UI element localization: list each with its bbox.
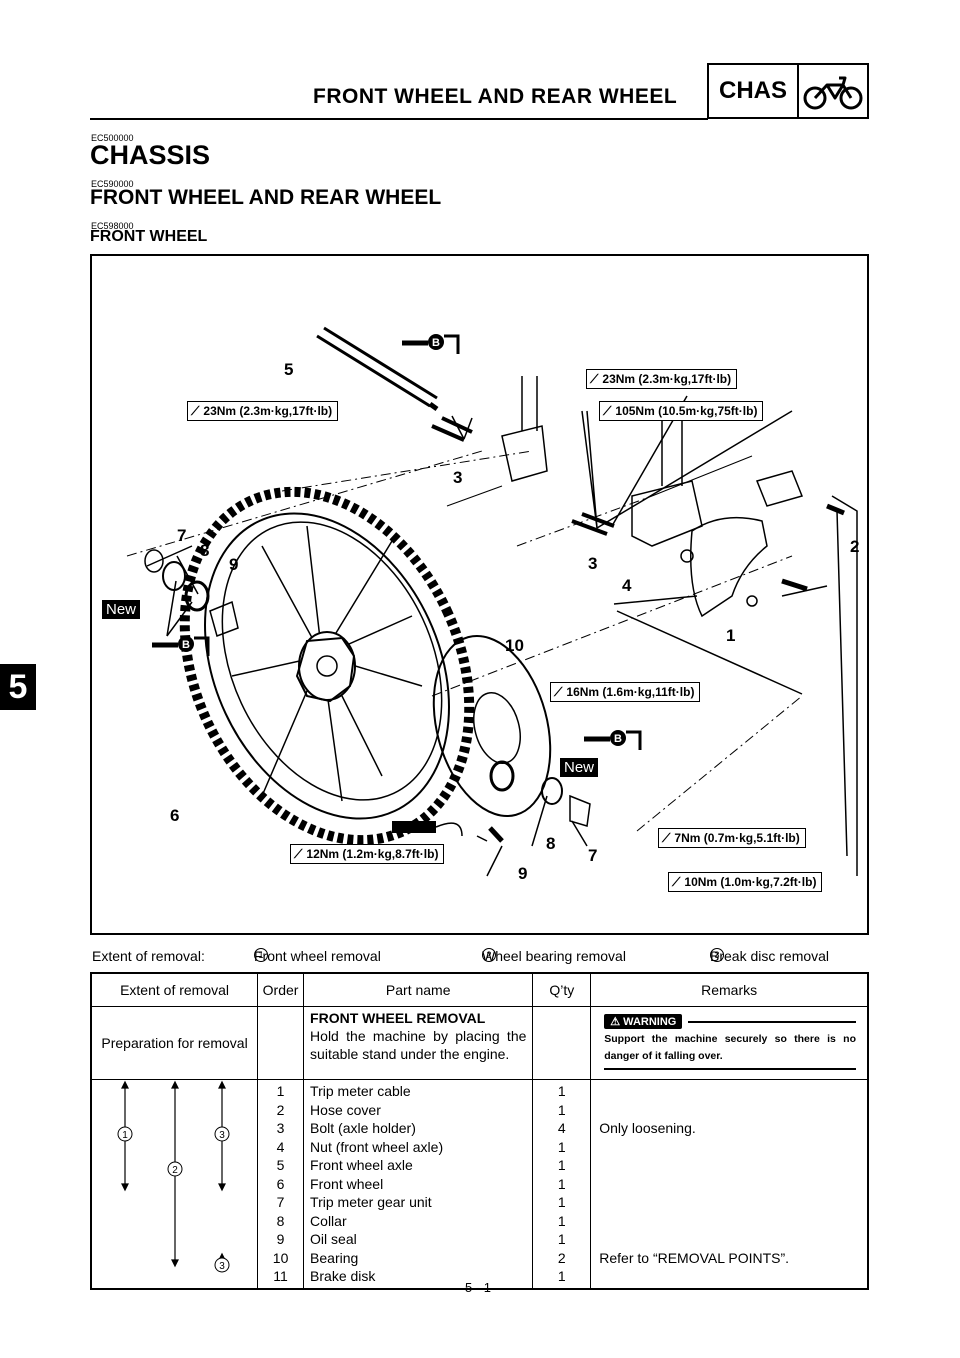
extent-markers: 1 2 3 3 bbox=[90, 1079, 259, 1289]
callout-number: 1 bbox=[726, 626, 736, 645]
callout-number: 4 bbox=[622, 576, 632, 595]
table-header-row: Extent of removal Order Part name Q’ty R… bbox=[90, 972, 869, 1007]
torque-spec: ⟋12Nm (1.2m·kg,8.7ft·lb) bbox=[290, 844, 445, 864]
callout-number: 7 bbox=[588, 846, 598, 865]
svg-text:1: 1 bbox=[122, 1130, 128, 1141]
callout-number: 7 bbox=[177, 526, 187, 545]
extent-arrows: 1 2 3 3 bbox=[117, 1080, 230, 1273]
svg-text:3: 3 bbox=[219, 1261, 225, 1272]
warning-badge: ⚠ WARNING bbox=[604, 1014, 683, 1029]
torque-spec: ⟋7Nm (0.7m·kg,5.1ft·lb) bbox=[658, 828, 806, 848]
new-part-tag: New bbox=[102, 600, 141, 619]
callout-number: 8 bbox=[546, 834, 556, 853]
section-code-wheels: EC590000 bbox=[91, 179, 134, 189]
section-code: CHAS bbox=[709, 65, 799, 117]
new-part-tag: New bbox=[560, 758, 599, 777]
diagram-drawing bbox=[126, 326, 858, 877]
section-badge: CHAS bbox=[707, 63, 869, 119]
torque-spec: ⟋16Nm (1.6m·kg,11ft·lb) bbox=[550, 682, 701, 702]
remarks-column: Only loosening.Refer to “REMOVAL POINTS”… bbox=[590, 1079, 869, 1289]
extent-label: Extent of removal: bbox=[92, 948, 205, 964]
warning-text: Support the machine securely so there is… bbox=[604, 1033, 856, 1062]
chapter-heading: CHASSIS bbox=[90, 140, 211, 170]
svg-text:B: B bbox=[614, 733, 622, 745]
wrench-icon: ⟋ bbox=[554, 684, 563, 699]
tie-wrap-icon bbox=[392, 821, 463, 837]
subsection-heading: FRONT WHEEL bbox=[90, 228, 208, 245]
svg-text:B: B bbox=[432, 337, 440, 349]
wrench-icon: ⟋ bbox=[672, 874, 681, 889]
callout-number: 3 bbox=[588, 554, 598, 573]
header-rule bbox=[90, 118, 708, 120]
svg-text:B: B bbox=[182, 639, 190, 651]
torque-spec: ⟋105Nm (10.5m·kg,75ft·lb) bbox=[599, 401, 764, 421]
wrench-icon: ⟋ bbox=[191, 403, 200, 418]
col-header: Q’ty bbox=[532, 972, 592, 1007]
table-row: Preparation for removal FRONT WHEEL REMO… bbox=[90, 1006, 869, 1080]
removal-table: Extent of removal Order Part name Q’ty R… bbox=[90, 972, 869, 1290]
exploded-diagram: B B B New New ⟋23Nm (2.3m·kg,17ft·lb) ⟋2… bbox=[90, 254, 869, 935]
motorcycle-icon bbox=[799, 65, 867, 117]
section-code-chassis: EC500000 bbox=[91, 133, 134, 143]
section-heading: FRONT WHEEL AND REAR WHEEL bbox=[90, 186, 442, 209]
torque-spec: ⟋10Nm (1.0m·kg,7.2ft·lb) bbox=[668, 872, 823, 892]
section-code-front: EC598000 bbox=[91, 221, 134, 231]
callout-number: 9 bbox=[518, 864, 528, 883]
torque-spec: ⟋23Nm (2.3m·kg,17ft·lb) bbox=[187, 401, 339, 421]
col-header: Order bbox=[257, 972, 305, 1007]
page-number: 5 - 1 bbox=[465, 1280, 492, 1295]
chapter-tab: 5 bbox=[0, 664, 36, 710]
wrench-icon: ⟋ bbox=[590, 371, 599, 386]
col-header: Remarks bbox=[590, 972, 869, 1007]
warning-icon: ⚠ bbox=[610, 1016, 624, 1028]
callout-number: 2 bbox=[850, 537, 860, 556]
page-header-title: FRONT WHEEL AND REAR WHEEL bbox=[313, 85, 678, 108]
callout-number: 6 bbox=[170, 806, 180, 825]
prep-extent: Preparation for removal bbox=[90, 1006, 259, 1080]
torque-spec: ⟋23Nm (2.3m·kg,17ft·lb) bbox=[586, 369, 738, 389]
callout-number: 5 bbox=[284, 360, 294, 379]
wrench-icon: ⟋ bbox=[662, 830, 671, 845]
svg-text:2: 2 bbox=[172, 1165, 178, 1176]
callout-number: 9 bbox=[229, 555, 239, 574]
wrench-icon: ⟋ bbox=[603, 403, 612, 418]
warning-box: ⚠ WARNING Support the machine securely s… bbox=[590, 1006, 869, 1080]
callout-number: 10 bbox=[505, 636, 524, 655]
callout-number: 8 bbox=[200, 541, 210, 560]
col-header: Extent of removal bbox=[90, 972, 259, 1007]
svg-text:3: 3 bbox=[219, 1130, 225, 1141]
prep-part: FRONT WHEEL REMOVAL Hold the machine by … bbox=[303, 1006, 534, 1080]
col-header: Part name bbox=[303, 972, 534, 1007]
callout-number: 3 bbox=[453, 468, 463, 487]
wrench-icon: ⟋ bbox=[294, 846, 303, 861]
